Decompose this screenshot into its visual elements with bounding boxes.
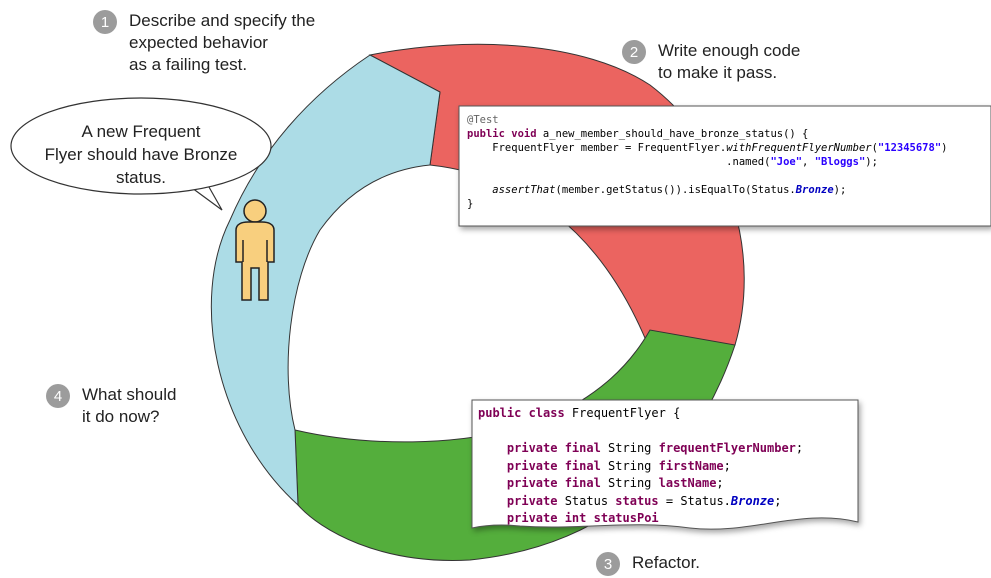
- method-name: withFrequentFlyerNumber: [726, 142, 872, 154]
- keyword: private: [506, 493, 558, 508]
- code-line: private final String firstName;: [478, 458, 856, 476]
- step-label-line: it do now?: [82, 407, 160, 426]
- code-text: ;: [723, 458, 731, 473]
- code-text: ): [941, 142, 948, 154]
- field-name: status: [615, 493, 659, 508]
- keyword: public class: [478, 406, 565, 420]
- class-code-panel: [471, 399, 859, 530]
- keyword: public void: [467, 128, 537, 140]
- step-number-badge: 1: [93, 10, 117, 34]
- speech-bubble-line: A new Frequent: [81, 122, 201, 141]
- code-text: String: [600, 458, 659, 473]
- step-label-line: What should: [82, 385, 177, 404]
- code-line: private final String lastName;: [478, 475, 856, 493]
- string-literal: "Bloggs": [814, 156, 866, 168]
- speech-bubble-line: status.: [115, 168, 167, 187]
- code-text: .named(: [467, 156, 771, 168]
- code-line: [467, 169, 947, 183]
- speech-bubble-line: Flyer should have Bronze: [44, 145, 238, 164]
- annotation: @Test: [467, 114, 499, 126]
- test-code-panel: [458, 105, 991, 227]
- code-text: FrequentFlyer member = FrequentFlyer.: [467, 142, 727, 154]
- code-text: );: [833, 184, 847, 196]
- class-code: public class FrequentFlyer { private fin…: [478, 405, 856, 525]
- code-line: public void a_new_member_should_have_bro…: [467, 127, 947, 141]
- step-label-line: expected behavior: [129, 33, 268, 52]
- step-label-line: to make it pass.: [658, 63, 778, 82]
- string-literal: "Joe": [770, 156, 803, 168]
- step-label-line: as a failing test.: [129, 55, 248, 74]
- step-label: Refactor.: [632, 552, 700, 574]
- field-name: frequentFlyerNumber: [658, 441, 796, 455]
- code-text: ;: [795, 441, 804, 455]
- step-3: 3 Refactor.: [596, 552, 700, 576]
- step-label-line: Write enough code: [658, 41, 801, 60]
- step-2: 2 Write enough code to make it pass.: [622, 40, 800, 84]
- method-name: assertThat: [467, 184, 556, 196]
- speech-bubble: [10, 97, 272, 211]
- code-text: ,: [802, 156, 815, 168]
- code-text: String: [600, 476, 659, 490]
- step-number-badge: 2: [622, 40, 646, 64]
- code-text: (: [871, 142, 878, 154]
- step-number-badge: 4: [46, 384, 70, 408]
- step-4: 4 What should it do now?: [46, 384, 177, 428]
- code-text: (member.getStatus()).isEqualTo(Status.: [555, 184, 796, 196]
- keyword: private final: [506, 441, 601, 455]
- code-text: = Status.: [658, 493, 731, 508]
- code-line: [478, 423, 856, 441]
- code-text: FrequentFlyer {: [564, 406, 681, 420]
- keyword: private final: [506, 476, 601, 490]
- code-text: Status: [557, 493, 616, 508]
- code-line: @Test: [467, 113, 947, 127]
- field-name: statusPoi: [586, 511, 659, 525]
- field-name: lastName: [658, 476, 717, 490]
- constant: Bronze: [795, 184, 834, 196]
- code-text: ;: [716, 476, 724, 490]
- keyword: private final: [506, 458, 601, 473]
- code-text: );: [865, 156, 878, 168]
- constant: Bronze: [730, 493, 775, 508]
- step-number-badge: 3: [596, 552, 620, 576]
- speech-bubble-text: A new Frequent Flyer should have Bronze …: [12, 120, 270, 189]
- field-name: firstName: [658, 458, 724, 473]
- code-line: public class FrequentFlyer {: [478, 405, 856, 423]
- cycle-segment-blue: [210, 54, 441, 507]
- code-line: private Status status = Status.Bronze;: [478, 493, 856, 511]
- step-label: Describe and specify the expected behavi…: [129, 10, 315, 76]
- code-line: .named("Joe", "Bloggs");: [467, 155, 947, 169]
- step-label: What should it do now?: [82, 384, 177, 428]
- code-text: ;: [774, 493, 782, 508]
- code-text: String: [600, 441, 659, 455]
- code-line: private final String frequentFlyerNumber…: [478, 440, 856, 458]
- person-icon: [235, 199, 275, 301]
- code-line: FrequentFlyer member = FrequentFlyer.wit…: [467, 141, 947, 155]
- string-literal: "12345678": [877, 142, 942, 154]
- code-text: a_new_member_should_have_bronze_status()…: [536, 128, 809, 140]
- code-line: }: [467, 197, 947, 211]
- code-text: }: [467, 198, 474, 210]
- step-label: Write enough code to make it pass.: [658, 40, 800, 84]
- keyword: private int: [506, 511, 587, 525]
- code-line: private int statusPoi: [478, 510, 856, 525]
- step-1: 1 Describe and specify the expected beha…: [93, 10, 315, 76]
- test-code: @Test public void a_new_member_should_ha…: [467, 113, 947, 211]
- code-line: assertThat(member.getStatus()).isEqualTo…: [467, 183, 947, 197]
- step-label-line: Refactor.: [632, 553, 701, 572]
- step-label-line: Describe and specify the: [129, 11, 316, 30]
